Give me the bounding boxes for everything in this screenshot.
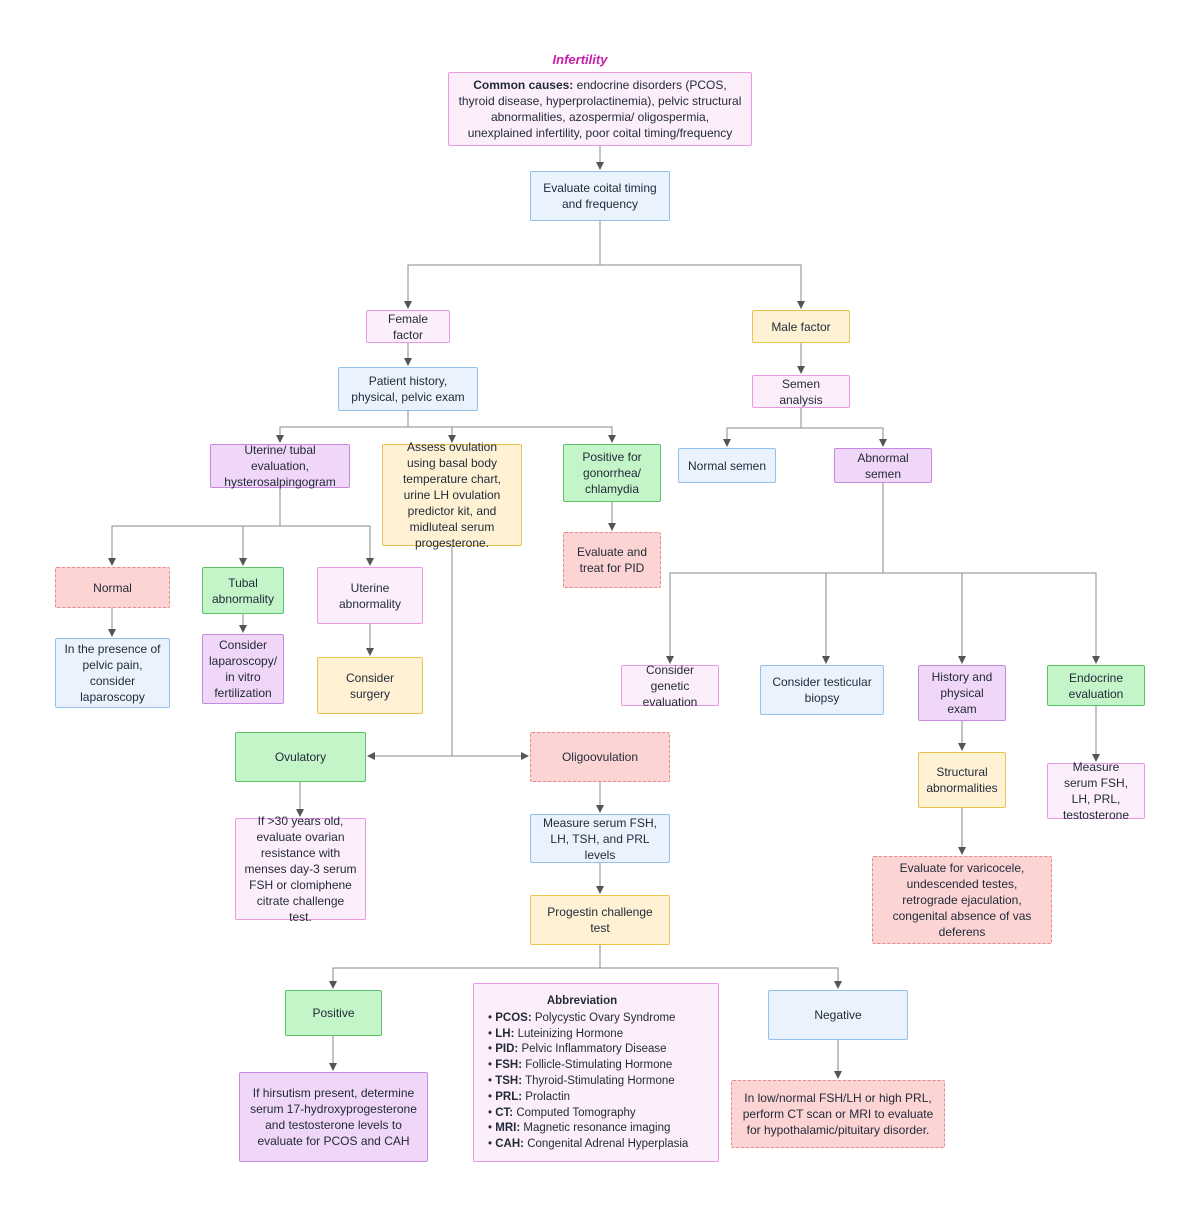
abbreviation-item: • CT: Computed Tomography: [488, 1106, 636, 1119]
node-measure-serum-male: Measure serum FSH, LH, PRL, testosterone: [1047, 760, 1145, 822]
edge-semen-normal: [723, 408, 802, 447]
edge-history-split: [276, 411, 409, 443]
abbreviation-legend: Abbreviation • PCOS: Polycystic Ovary Sy…: [473, 983, 719, 1162]
node-male-factor: Male factor: [752, 310, 850, 343]
node-ovulatory: Ovulatory: [235, 732, 366, 782]
edge-history-gonorrhea: [452, 426, 616, 443]
node-laparoscopy-ivf: Consider laparoscopy/ in vitro fertiliza…: [202, 634, 284, 704]
abbreviation-item: • FSH: Follicle-Stimulating Hormone: [488, 1059, 673, 1072]
node-patient-history: Patient history, physical, pelvic exam: [338, 367, 478, 411]
edge-coital-split: [407, 221, 801, 308]
abbreviation-item: • CAH: Congenital Adrenal Hyperplasia: [488, 1138, 689, 1151]
abbreviation-item: • PID: Pelvic Inflammatory Disease: [488, 1043, 667, 1056]
edge-abnormal-genetic: [666, 483, 884, 664]
node-low-normal-fsh: In low/normal FSH/LH or high PRL, perfor…: [731, 1080, 945, 1148]
node-structural-abnormalities: Structural abnormalities: [918, 752, 1006, 808]
node-negative: Negative: [768, 990, 908, 1040]
node-hirsutism: If hirsutism present, determine serum 17…: [239, 1072, 428, 1162]
node-normal-semen: Normal semen: [678, 448, 776, 483]
node-progestin-challenge: Progestin challenge test: [530, 895, 670, 945]
abbreviation-item: • PCOS: Polycystic Ovary Syndrome: [488, 1011, 676, 1024]
node-history-physical: History and physical exam: [918, 665, 1006, 721]
node-testicular-biopsy: Consider testicular biopsy: [760, 665, 884, 715]
node-uterine-abnormality: Uterine abnormality: [317, 567, 423, 624]
edge-uterine-abn: [280, 525, 374, 566]
edge-abnormal-hist: [883, 572, 966, 664]
node-tubal-abnormality: Tubal abnormality: [202, 567, 284, 614]
node-female-factor: Female factor: [366, 310, 450, 343]
abbreviation-item: • MRI: Magnetic resonance imaging: [488, 1122, 671, 1135]
node-consider-surgery: Consider surgery: [317, 657, 423, 714]
node-uterine-tubal-evaluation: Uterine/ tubal evaluation, hysterosalpin…: [210, 443, 350, 489]
edge-uterine-normal: [108, 488, 281, 566]
node-abnormal-semen: Abnormal semen: [834, 448, 932, 483]
node-positive: Positive: [285, 990, 382, 1036]
node-semen-analysis: Semen analysis: [752, 375, 850, 408]
node-coital: Evaluate coital timing and frequency: [530, 171, 670, 221]
node-positive-gonorrhea: Positive for gonorrhea/ chlamydia: [563, 444, 661, 502]
node-varicocele: Evaluate for varicocele, undescended tes…: [872, 856, 1052, 944]
node-genetic-evaluation: Consider genetic evaluation: [621, 663, 719, 709]
node-evaluate-pid: Evaluate and treat for PID: [563, 532, 661, 588]
abbreviation-item: • TSH: Thyroid-Stimulating Hormone: [488, 1074, 675, 1087]
common-causes-box: Common causes: endocrine disorders (PCOS…: [448, 72, 752, 146]
node-endocrine-evaluation: Endocrine evaluation: [1047, 665, 1145, 706]
abbreviation-heading: Abbreviation: [546, 995, 618, 1007]
diagram-title: Infertility: [552, 52, 608, 67]
node-pelvic-pain-laparoscopy: In the presence of pelvic pain, consider…: [55, 638, 170, 708]
edge-progestin-negative: [600, 967, 842, 989]
abbreviation-item: • LH: Luteinizing Hormone: [488, 1027, 624, 1040]
common-causes-text: endocrine disorders (PCOS, thyroid disea…: [458, 78, 742, 140]
node-assess-ovulation: Assess ovulation using basal body temper…: [382, 440, 522, 550]
common-causes-label: Common causes:: [473, 78, 574, 92]
node-normal: Normal: [55, 567, 170, 608]
edge-abnormal-endocrine: [962, 572, 1100, 664]
abbreviation-list: • PCOS: Polycystic Ovary Syndrome • LH: …: [488, 1011, 710, 1153]
edge-progestin-positive: [329, 945, 601, 989]
node-over-30: If >30 years old, evaluate ovarian resis…: [235, 814, 366, 924]
edge-semen-abnormal: [801, 427, 887, 447]
node-oligoovulation: Oligoovulation: [530, 732, 670, 782]
abbreviation-item: • PRL: Prolactin: [488, 1090, 571, 1103]
node-measure-fsh-lh-tsh-prl: Measure serum FSH, LH, TSH, and PRL leve…: [530, 814, 670, 863]
